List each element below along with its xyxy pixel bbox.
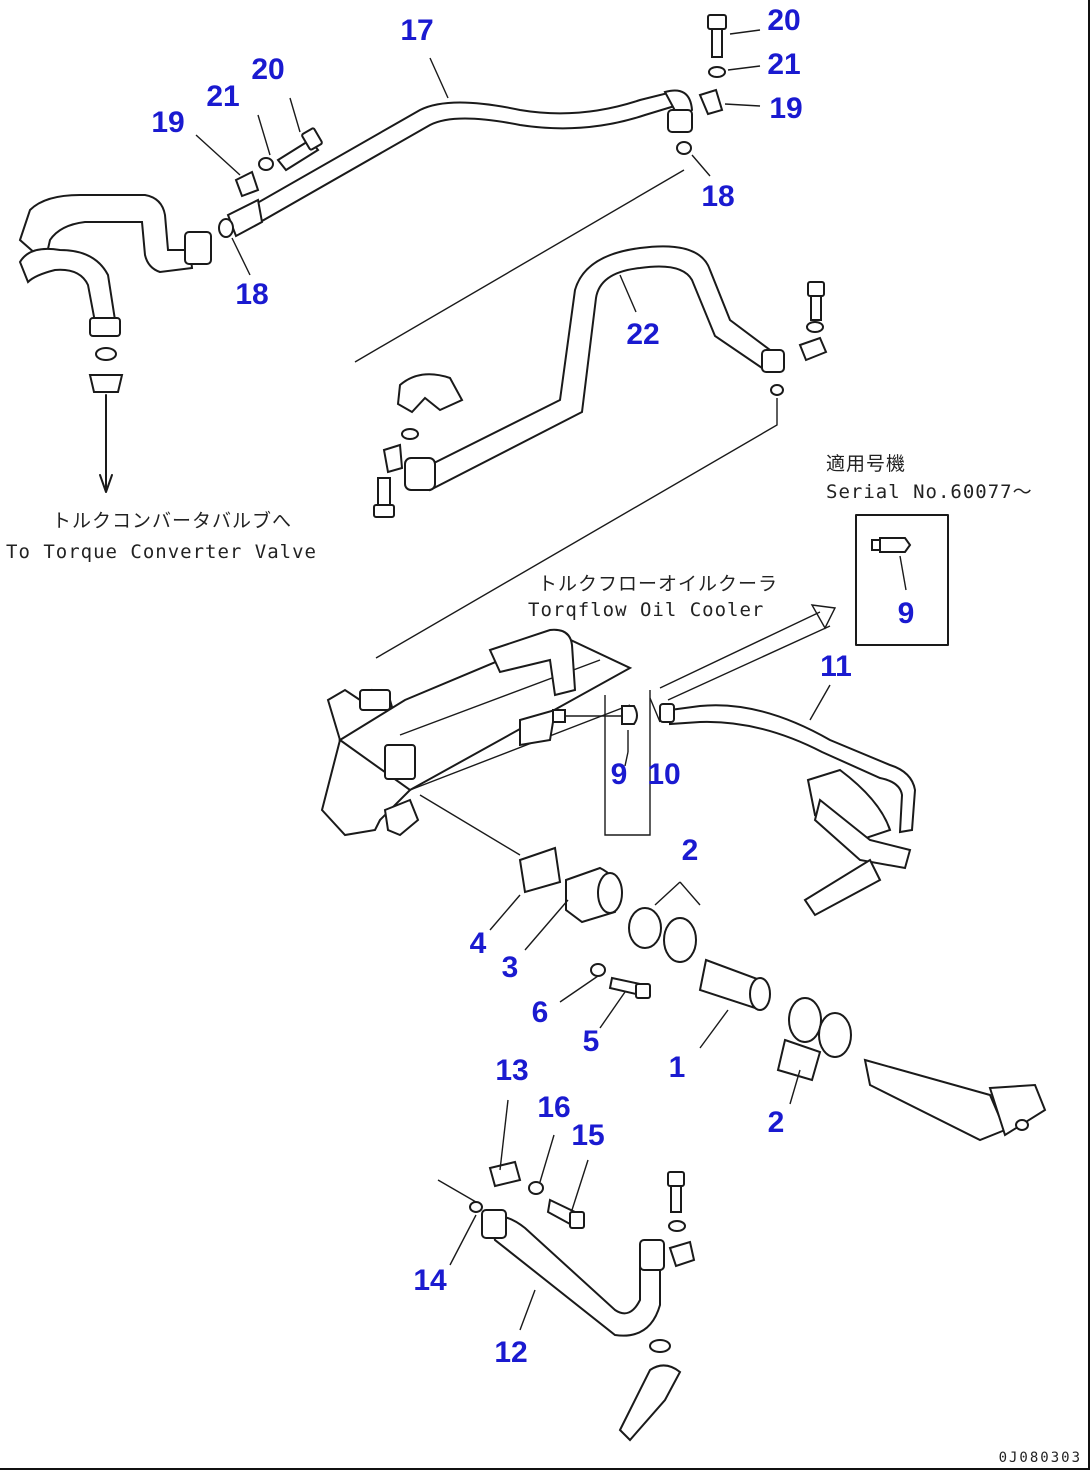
drawing-id: 0J080303 [999, 1450, 1082, 1466]
part-label-10: 10 [647, 758, 680, 791]
part-label-16: 16 [537, 1091, 570, 1124]
adapter-group [518, 846, 1047, 1142]
part-label-19-right: 19 [769, 92, 802, 125]
part-labels: 17 20 21 19 18 20 21 19 18 22 9 11 9 10 … [151, 4, 914, 1369]
part-label-11: 11 [820, 650, 852, 683]
part-label-22: 22 [626, 318, 659, 351]
part-label-18-right: 18 [701, 180, 734, 213]
hose-11 [659, 703, 917, 917]
part-label-15: 15 [571, 1119, 604, 1152]
serial-box [855, 514, 949, 646]
part-label-14: 14 [413, 1264, 447, 1297]
leader-lines [195, 29, 831, 1331]
oil-cooler [320, 604, 837, 856]
serial-note-en: Serial No.60077～ [826, 481, 1033, 503]
part-label-20-right: 20 [767, 4, 800, 37]
left-elbow-pipe [18, 194, 212, 493]
notes: トルクコンバータバルブへ To Torque Converter Valve ト… [6, 453, 1033, 621]
right-upper-bolt-set [676, 14, 727, 155]
part-label-12: 12 [494, 1336, 527, 1369]
part-label-21-left: 21 [206, 80, 239, 113]
pipe-17-assembly [218, 89, 694, 238]
part-label-5: 5 [583, 1025, 600, 1058]
left-bolt-set [234, 127, 323, 198]
part-label-19-left: 19 [151, 106, 184, 139]
part-label-17: 17 [400, 14, 433, 47]
part-label-9-box: 9 [898, 597, 915, 630]
pipe-22-assembly [373, 245, 828, 659]
torque-converter-note-jp: トルクコンバータバルブへ [52, 509, 292, 532]
oil-cooler-note-en: Torqflow Oil Cooler [528, 599, 764, 621]
part-label-3: 3 [502, 951, 519, 984]
oil-cooler-note-jp: トルクフローオイルクーラ [538, 573, 778, 595]
part-label-1: 1 [669, 1051, 686, 1084]
part-label-4: 4 [470, 927, 487, 960]
part-label-9: 9 [611, 758, 628, 791]
part-label-13: 13 [495, 1054, 528, 1087]
pipe-12-assembly [437, 1160, 696, 1442]
part-label-2-lower: 2 [768, 1106, 785, 1139]
torque-converter-note-en: To Torque Converter Valve [6, 541, 317, 563]
serial-note-jp: 適用号機 [826, 453, 906, 475]
part-label-6: 6 [532, 996, 549, 1029]
part-label-20-left: 20 [251, 53, 284, 86]
part-label-2-upper: 2 [682, 834, 699, 867]
part-label-18-left: 18 [235, 278, 268, 311]
part-label-21-right: 21 [767, 48, 800, 81]
